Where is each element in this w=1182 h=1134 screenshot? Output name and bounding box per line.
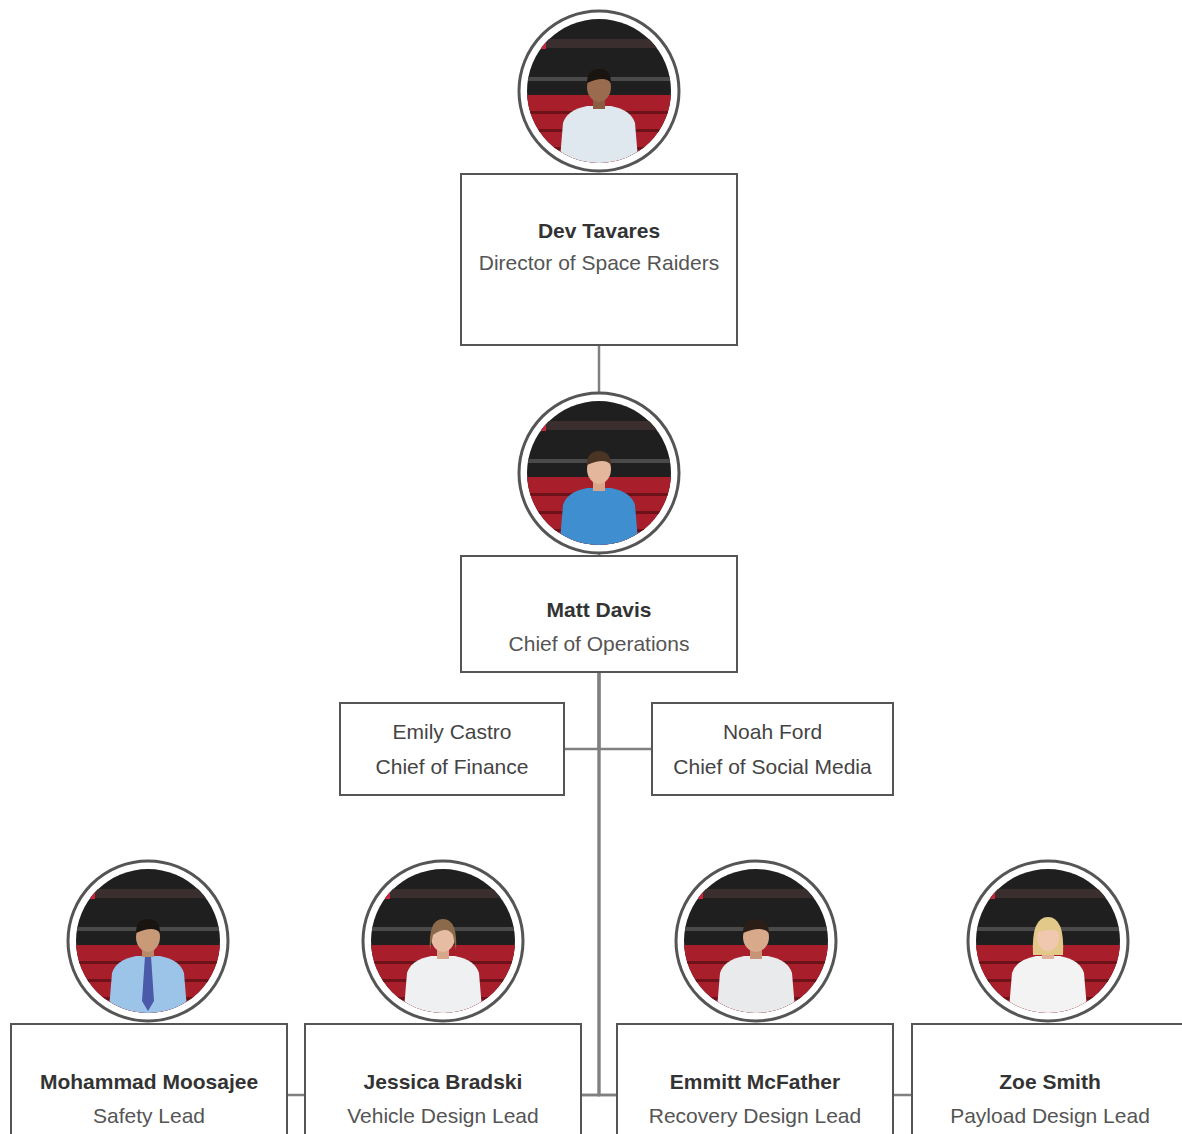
org-box: Jessica BradskiVehicle Design Lead [304,1023,582,1134]
org-box: Emmitt McFatherRecovery Design Lead [616,1023,894,1134]
portrait [68,861,228,1021]
reporting-line [565,673,599,749]
org-box: Mohammad MoosajeeSafety Lead [10,1023,288,1134]
portrait [519,393,679,553]
org-box: Emily CastroChief of Finance [339,702,565,796]
role-title: Chief of Operations [470,627,728,661]
portrait [519,11,679,171]
person-name: Noah Ford [661,714,884,749]
portrait [676,861,836,1021]
reporting-line [599,673,651,749]
org-box: Noah FordChief of Social Media [651,702,894,796]
role-title: Recovery Design Lead [626,1099,884,1133]
person-name: Emmitt McFather [626,1065,884,1099]
role-title: Vehicle Design Lead [314,1099,572,1133]
reporting-line [599,673,616,1095]
person-name: Zoe Smith [921,1065,1179,1099]
person-name: Dev Tavares [470,215,728,247]
person-name: Matt Davis [470,593,728,627]
org-box: Matt DavisChief of Operations [460,555,738,673]
org-box: Dev TavaresDirector of Space Raiders [460,173,738,346]
org-box: Zoe SmithPayload Design Lead [911,1023,1182,1134]
role-title: Director of Space Raiders [470,247,728,279]
person-name: Mohammad Moosajee [20,1065,278,1099]
portrait [363,861,523,1021]
reporting-line [582,673,599,1095]
role-title: Chief of Finance [349,749,555,784]
role-title: Chief of Social Media [661,749,884,784]
role-title: Payload Design Lead [921,1099,1179,1133]
portrait [968,861,1128,1021]
person-name: Emily Castro [349,714,555,749]
role-title: Safety Lead [20,1099,278,1133]
person-name: Jessica Bradski [314,1065,572,1099]
